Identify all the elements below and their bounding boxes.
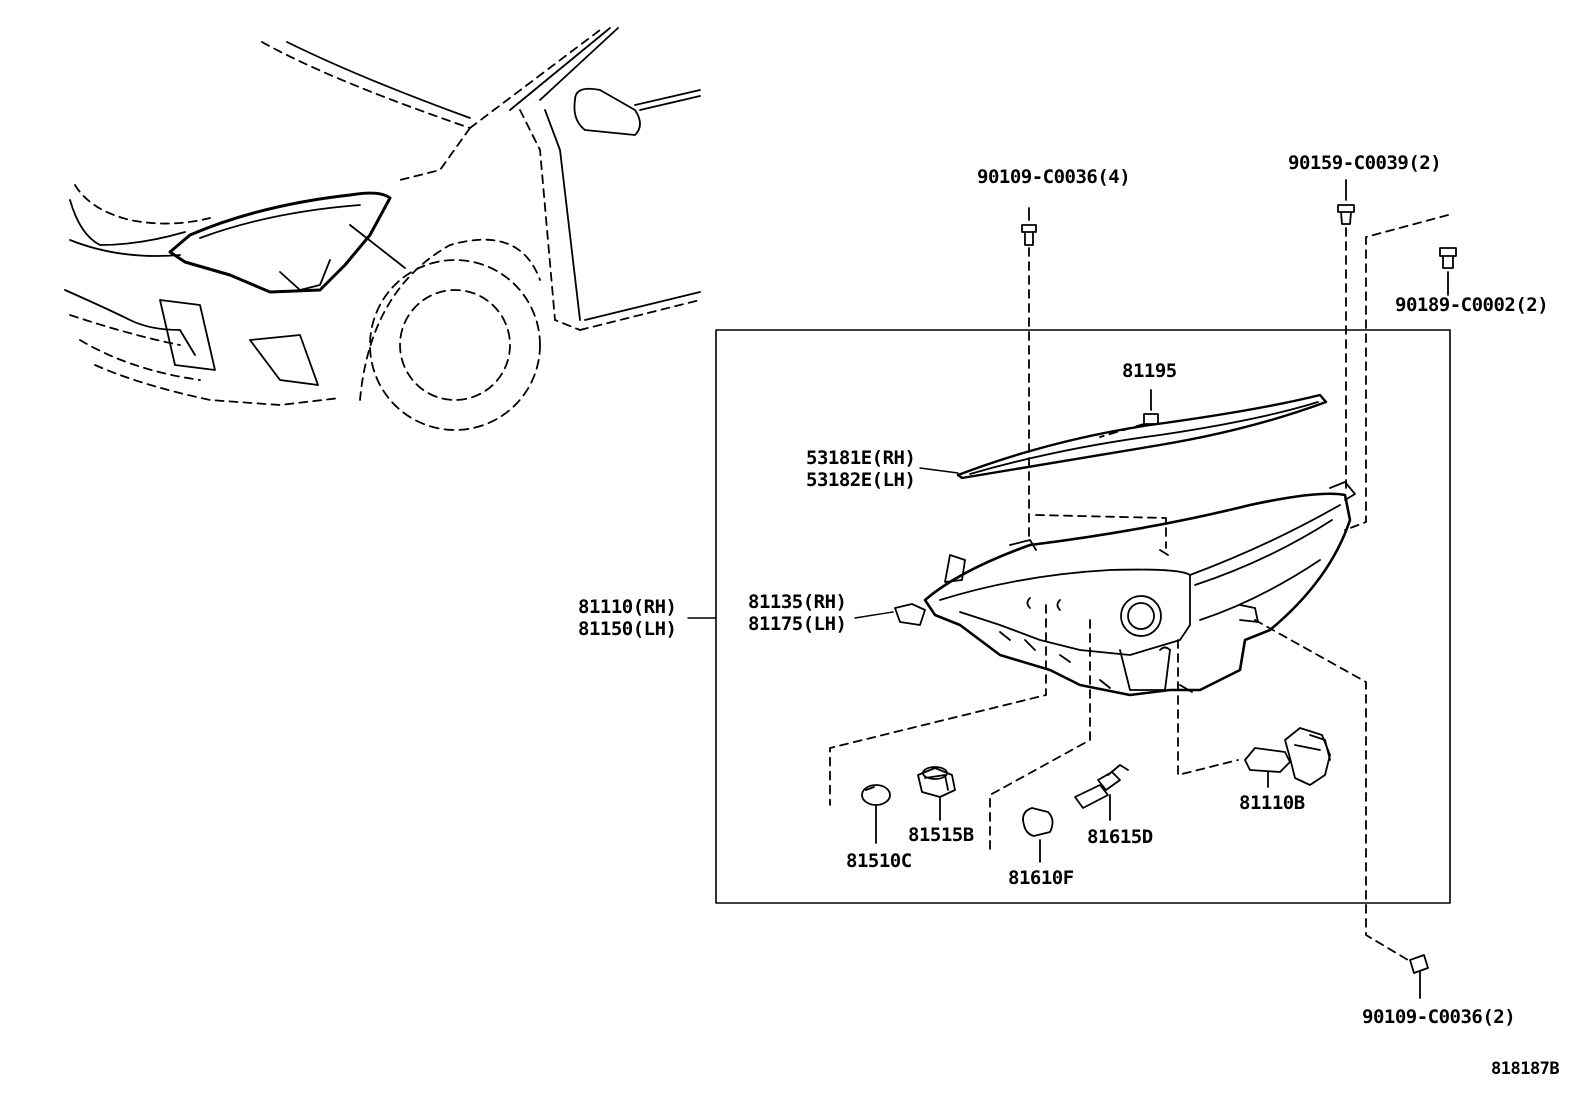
housing-rh-label: 81135(RH) (748, 591, 847, 613)
part-label-headlamp-unit: 81110(RH) 81150(LH) (578, 596, 677, 640)
bolt-icon (1021, 207, 1037, 541)
part-label-garnish: 53181E(RH) 53182E(LH) (806, 447, 916, 491)
bulb-81610f-icon (1022, 807, 1054, 863)
unit-rh-label: 81110(RH) (578, 596, 677, 618)
bulb-81110b-icon (1244, 727, 1331, 788)
part-label-housing: 81135(RH) 81175(LH) (748, 591, 847, 635)
part-label-81110b: 81110B (1239, 792, 1305, 814)
assembly-boundary-box (715, 329, 1451, 904)
grommet-icon (1344, 214, 1457, 531)
headlamp-garnish-part (919, 393, 1328, 480)
clip-icon (1337, 179, 1355, 491)
headlamp-unit-part (829, 481, 1356, 851)
part-label-81510c: 81510C (846, 850, 912, 872)
screw-81195-icon (1099, 389, 1159, 438)
housing-lh-label: 81175(LH) (748, 613, 847, 635)
socket-81515b-icon (917, 766, 956, 821)
vehicle-front-illustration (64, 27, 701, 431)
part-label-81515b: 81515B (908, 824, 974, 846)
bulb-81510c-icon (861, 784, 891, 844)
part-label-81195: 81195 (1122, 360, 1177, 382)
garnish-lh-label: 53182E(LH) (806, 469, 916, 491)
part-label-81615d: 81615D (1087, 826, 1153, 848)
part-label-81610f: 81610F (1008, 867, 1074, 889)
diagram-id-label: 818187B (1491, 1059, 1560, 1079)
fastener-label-90109-top: 90109-C0036(4) (977, 166, 1131, 188)
bolt-bottom-icon (1254, 619, 1429, 999)
fastener-label-90159: 90159-C0039(2) (1288, 152, 1442, 174)
bulb-81615d-icon (1074, 764, 1129, 821)
garnish-rh-label: 53181E(RH) (806, 447, 916, 469)
unit-lh-label: 81150(LH) (578, 618, 677, 640)
fastener-label-90109-bottom: 90109-C0036(2) (1362, 1006, 1516, 1028)
fastener-label-90189: 90189-C0002(2) (1395, 294, 1549, 316)
